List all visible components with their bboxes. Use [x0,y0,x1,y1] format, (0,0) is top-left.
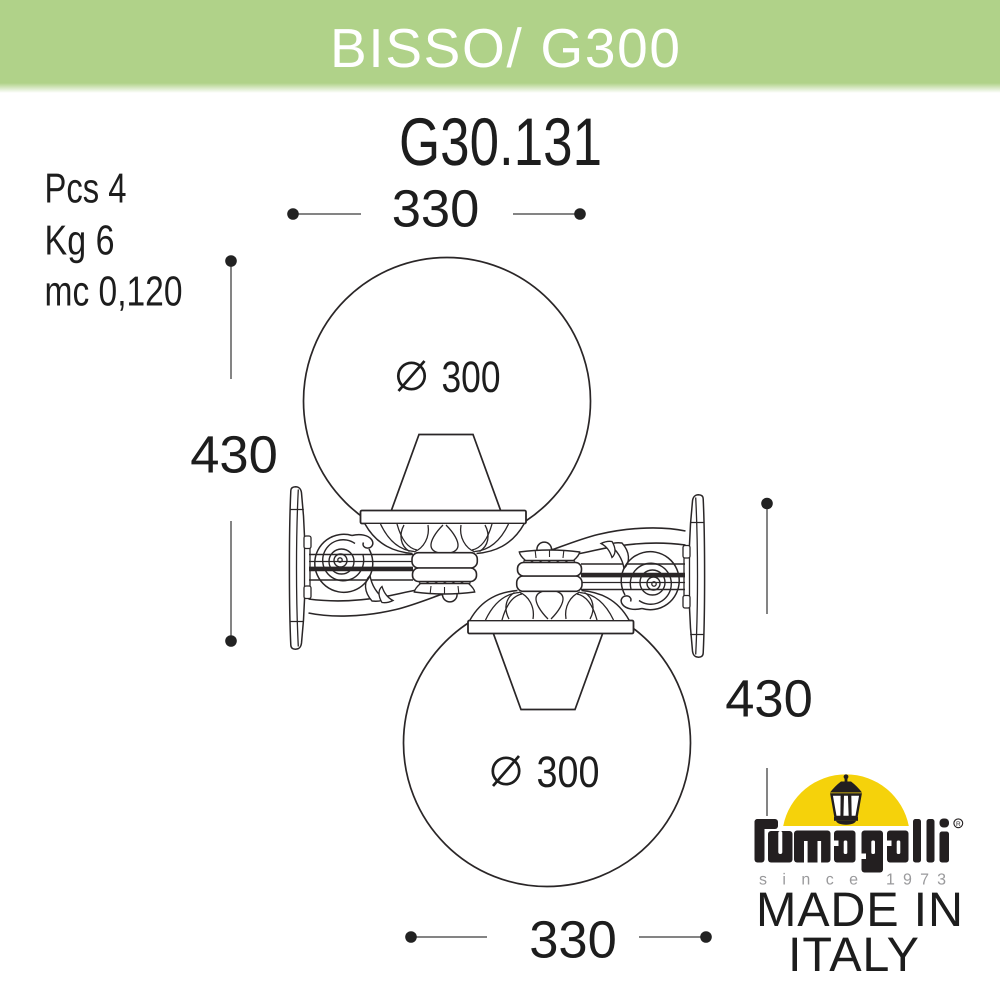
svg-text:330: 330 [392,180,480,239]
svg-text:MADE IN: MADE IN [756,883,963,937]
svg-text:330: 330 [529,911,617,970]
svg-text:mc 0,120: mc 0,120 [45,268,183,315]
svg-text:R: R [956,821,961,828]
svg-text:300: 300 [442,353,501,402]
svg-text:300: 300 [537,748,600,797]
svg-text:430: 430 [725,670,813,729]
svg-text:G30.131: G30.131 [399,105,602,180]
svg-text:Kg 6: Kg 6 [45,217,115,264]
svg-text:Pcs 4: Pcs 4 [45,165,127,212]
svg-text:since: since [759,872,858,889]
svg-text:ITALY: ITALY [788,928,919,982]
svg-text:430: 430 [190,426,278,485]
